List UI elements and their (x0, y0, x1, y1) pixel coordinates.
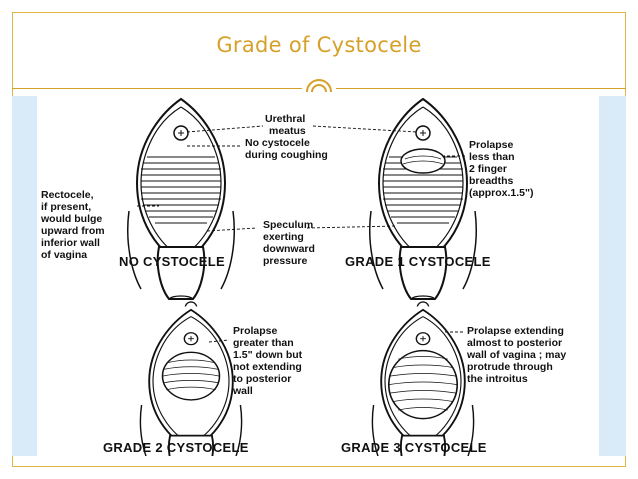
caption-no-cystocele: NO CYSTOCELE (119, 254, 225, 269)
left-side-band (12, 96, 37, 456)
label-grade1-prolapse: Prolapse less than 2 finger breadths (ap… (469, 139, 534, 199)
title-divider-right (336, 88, 626, 89)
caption-grade3: GRADE 3 CYSTOCELE (341, 440, 487, 455)
caption-grade1: GRADE 1 CYSTOCELE (345, 254, 491, 269)
slide-title: Grade of Cystocele (216, 33, 422, 57)
leader-lines (137, 125, 465, 343)
right-side-band (599, 96, 626, 456)
label-rectocele: Rectocele, if present, would bulge upwar… (40, 189, 108, 261)
cystocele-grades-figure: Urethral meatus No cystocele during coug… (37, 88, 599, 479)
title-ornament-icon (306, 79, 332, 93)
label-no-cystocele-coughing: No cystocele during coughing (245, 137, 328, 161)
label-grade3-prolapse: Prolapse extending almost to posterior w… (466, 325, 569, 385)
label-speculum: Speculum exerting downward pressure (263, 219, 318, 267)
grade2-cystocele-illustration (139, 300, 243, 479)
caption-grade2: GRADE 2 CYSTOCELE (103, 440, 249, 455)
label-grade2-prolapse: Prolapse greater than 1.5" down but not … (232, 325, 305, 397)
label-urethral-meatus: Urethral meatus (265, 113, 308, 137)
grade3-cystocele-illustration (371, 300, 475, 479)
title-divider-left (12, 88, 302, 89)
